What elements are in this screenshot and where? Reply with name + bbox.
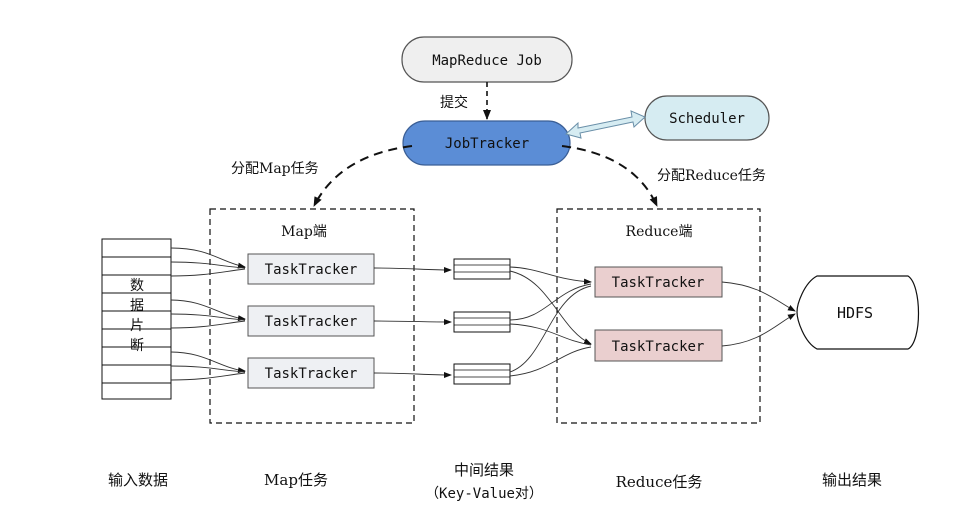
hdfs-label: HDFS xyxy=(837,304,873,322)
column-label-input: 输入数据 xyxy=(108,471,168,489)
reduce-tasktracker-2 xyxy=(594,329,723,362)
reduce-side-label: Reduce端 xyxy=(626,224,693,240)
data-split-char-3: 片 xyxy=(130,318,144,334)
scheduler-link-arrow xyxy=(564,110,646,139)
reduce-tasktracker-1-label: TaskTracker xyxy=(612,275,705,291)
map-to-intermediate-arrows xyxy=(373,266,452,378)
assign-reduce-arrow xyxy=(561,145,658,207)
map-side-group xyxy=(209,208,415,424)
mapreduce-job-label: MapReduce Job xyxy=(432,53,542,69)
map-tasktracker-3 xyxy=(247,357,375,389)
jobtracker-label: JobTracker xyxy=(445,136,529,152)
jobtracker-node xyxy=(402,120,571,166)
scheduler-label: Scheduler xyxy=(669,111,745,127)
intermediate-block-3 xyxy=(453,363,511,385)
input-to-map-connectors xyxy=(170,247,246,381)
input-data-stack xyxy=(101,238,172,400)
shuffle-connectors xyxy=(509,266,592,377)
map-tasktracker-1 xyxy=(247,253,375,285)
column-label-map-task: Map任务 xyxy=(264,471,328,489)
reduce-tasktracker-1 xyxy=(594,266,723,298)
map-side-label: Map端 xyxy=(281,224,327,240)
submit-label: 提交 xyxy=(440,94,468,111)
data-split-char-4: 断 xyxy=(130,338,144,354)
assign-reduce-label: 分配Reduce任务 xyxy=(657,168,766,184)
column-label-reduce-task: Reduce任务 xyxy=(616,473,703,491)
reduce-to-hdfs-arrows xyxy=(721,281,796,347)
map-tasktracker-2-label: TaskTracker xyxy=(265,314,358,330)
reduce-tasktracker-2-label: TaskTracker xyxy=(612,339,705,355)
column-label-intermediate-sub: （Key-Value对） xyxy=(425,486,543,502)
column-label-intermediate: 中间结果 xyxy=(454,461,514,479)
reduce-side-group xyxy=(556,208,761,424)
intermediate-block-1 xyxy=(453,258,511,280)
map-tasktracker-1-label: TaskTracker xyxy=(265,262,358,278)
assign-map-arrow xyxy=(313,145,413,207)
hdfs-storage-node xyxy=(796,275,920,350)
assign-map-label: 分配Map任务 xyxy=(231,161,319,177)
column-label-output: 输出结果 xyxy=(822,471,882,489)
data-split-char-2: 据 xyxy=(130,298,144,314)
intermediate-block-2 xyxy=(453,311,511,333)
data-split-char-1: 数 xyxy=(130,278,144,294)
map-tasktracker-3-label: TaskTracker xyxy=(265,366,358,382)
map-tasktracker-2 xyxy=(247,305,375,337)
scheduler-node xyxy=(644,95,770,141)
